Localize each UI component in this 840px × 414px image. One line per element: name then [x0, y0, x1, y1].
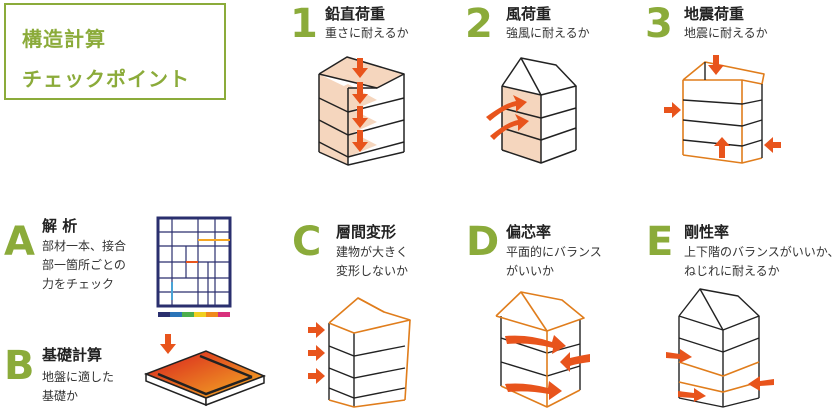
item-e-letter: E [646, 219, 674, 265]
item-d-desc2: がいいか [506, 264, 555, 278]
foundation-slab [143, 334, 266, 407]
item-a-heading: 解 析 [42, 217, 78, 235]
item-c-letter: C [292, 219, 322, 265]
item-1-number: 1 [290, 1, 318, 47]
item-2-desc: 強風に耐えるか [506, 26, 590, 40]
item-b-heading: 基礎計算 [42, 346, 103, 364]
item-d-letter: D [466, 219, 500, 265]
item-e-desc2: ねじれに耐えるか [684, 264, 780, 278]
analysis-grid [156, 216, 232, 317]
item-e-heading: 剛性率 [684, 223, 730, 241]
item-a-letter: A [4, 219, 35, 265]
item-b-letter: B [4, 343, 35, 389]
building-eccentricity [495, 291, 590, 408]
item-c-heading: 層間変形 [336, 223, 397, 241]
item-c-desc2: 変形しないか [336, 264, 409, 278]
building-vertical-load [318, 56, 405, 166]
item-2-heading: 風荷重 [506, 5, 552, 23]
item-d-desc1: 平面的にバランス [506, 245, 602, 259]
item-a-desc3: 力をチェック [42, 277, 115, 291]
building-seismic-load [664, 55, 781, 164]
item-a-desc2: 部一箇所ごとの [42, 258, 126, 272]
item-a-desc1: 部材一本、接合 [42, 239, 127, 253]
item-3-desc: 地震に耐えるか [684, 26, 768, 40]
item-b-desc2: 基礎か [42, 389, 79, 403]
item-d-heading: 偏芯率 [506, 223, 552, 241]
item-c-desc1: 建物が大きく [336, 245, 409, 259]
item-2-number: 2 [465, 1, 493, 47]
item-3-heading: 地震荷重 [684, 5, 745, 23]
building-story-drift [308, 297, 411, 408]
item-1-desc: 重さに耐えるか [325, 26, 409, 40]
building-wind-load [486, 57, 577, 164]
title-line2: チェックポイント [22, 67, 190, 91]
item-1-heading: 鉛直荷重 [325, 5, 386, 23]
title-box: 構造計算 チェックポイント [4, 3, 226, 100]
item-e-desc1: 上下階のバランスがいいか、 [684, 245, 840, 259]
item-b-desc1: 地盤に適した [42, 370, 115, 384]
item-3-number: 3 [645, 1, 673, 47]
title-line1: 構造計算 [22, 27, 106, 51]
building-stiffness [666, 288, 774, 408]
